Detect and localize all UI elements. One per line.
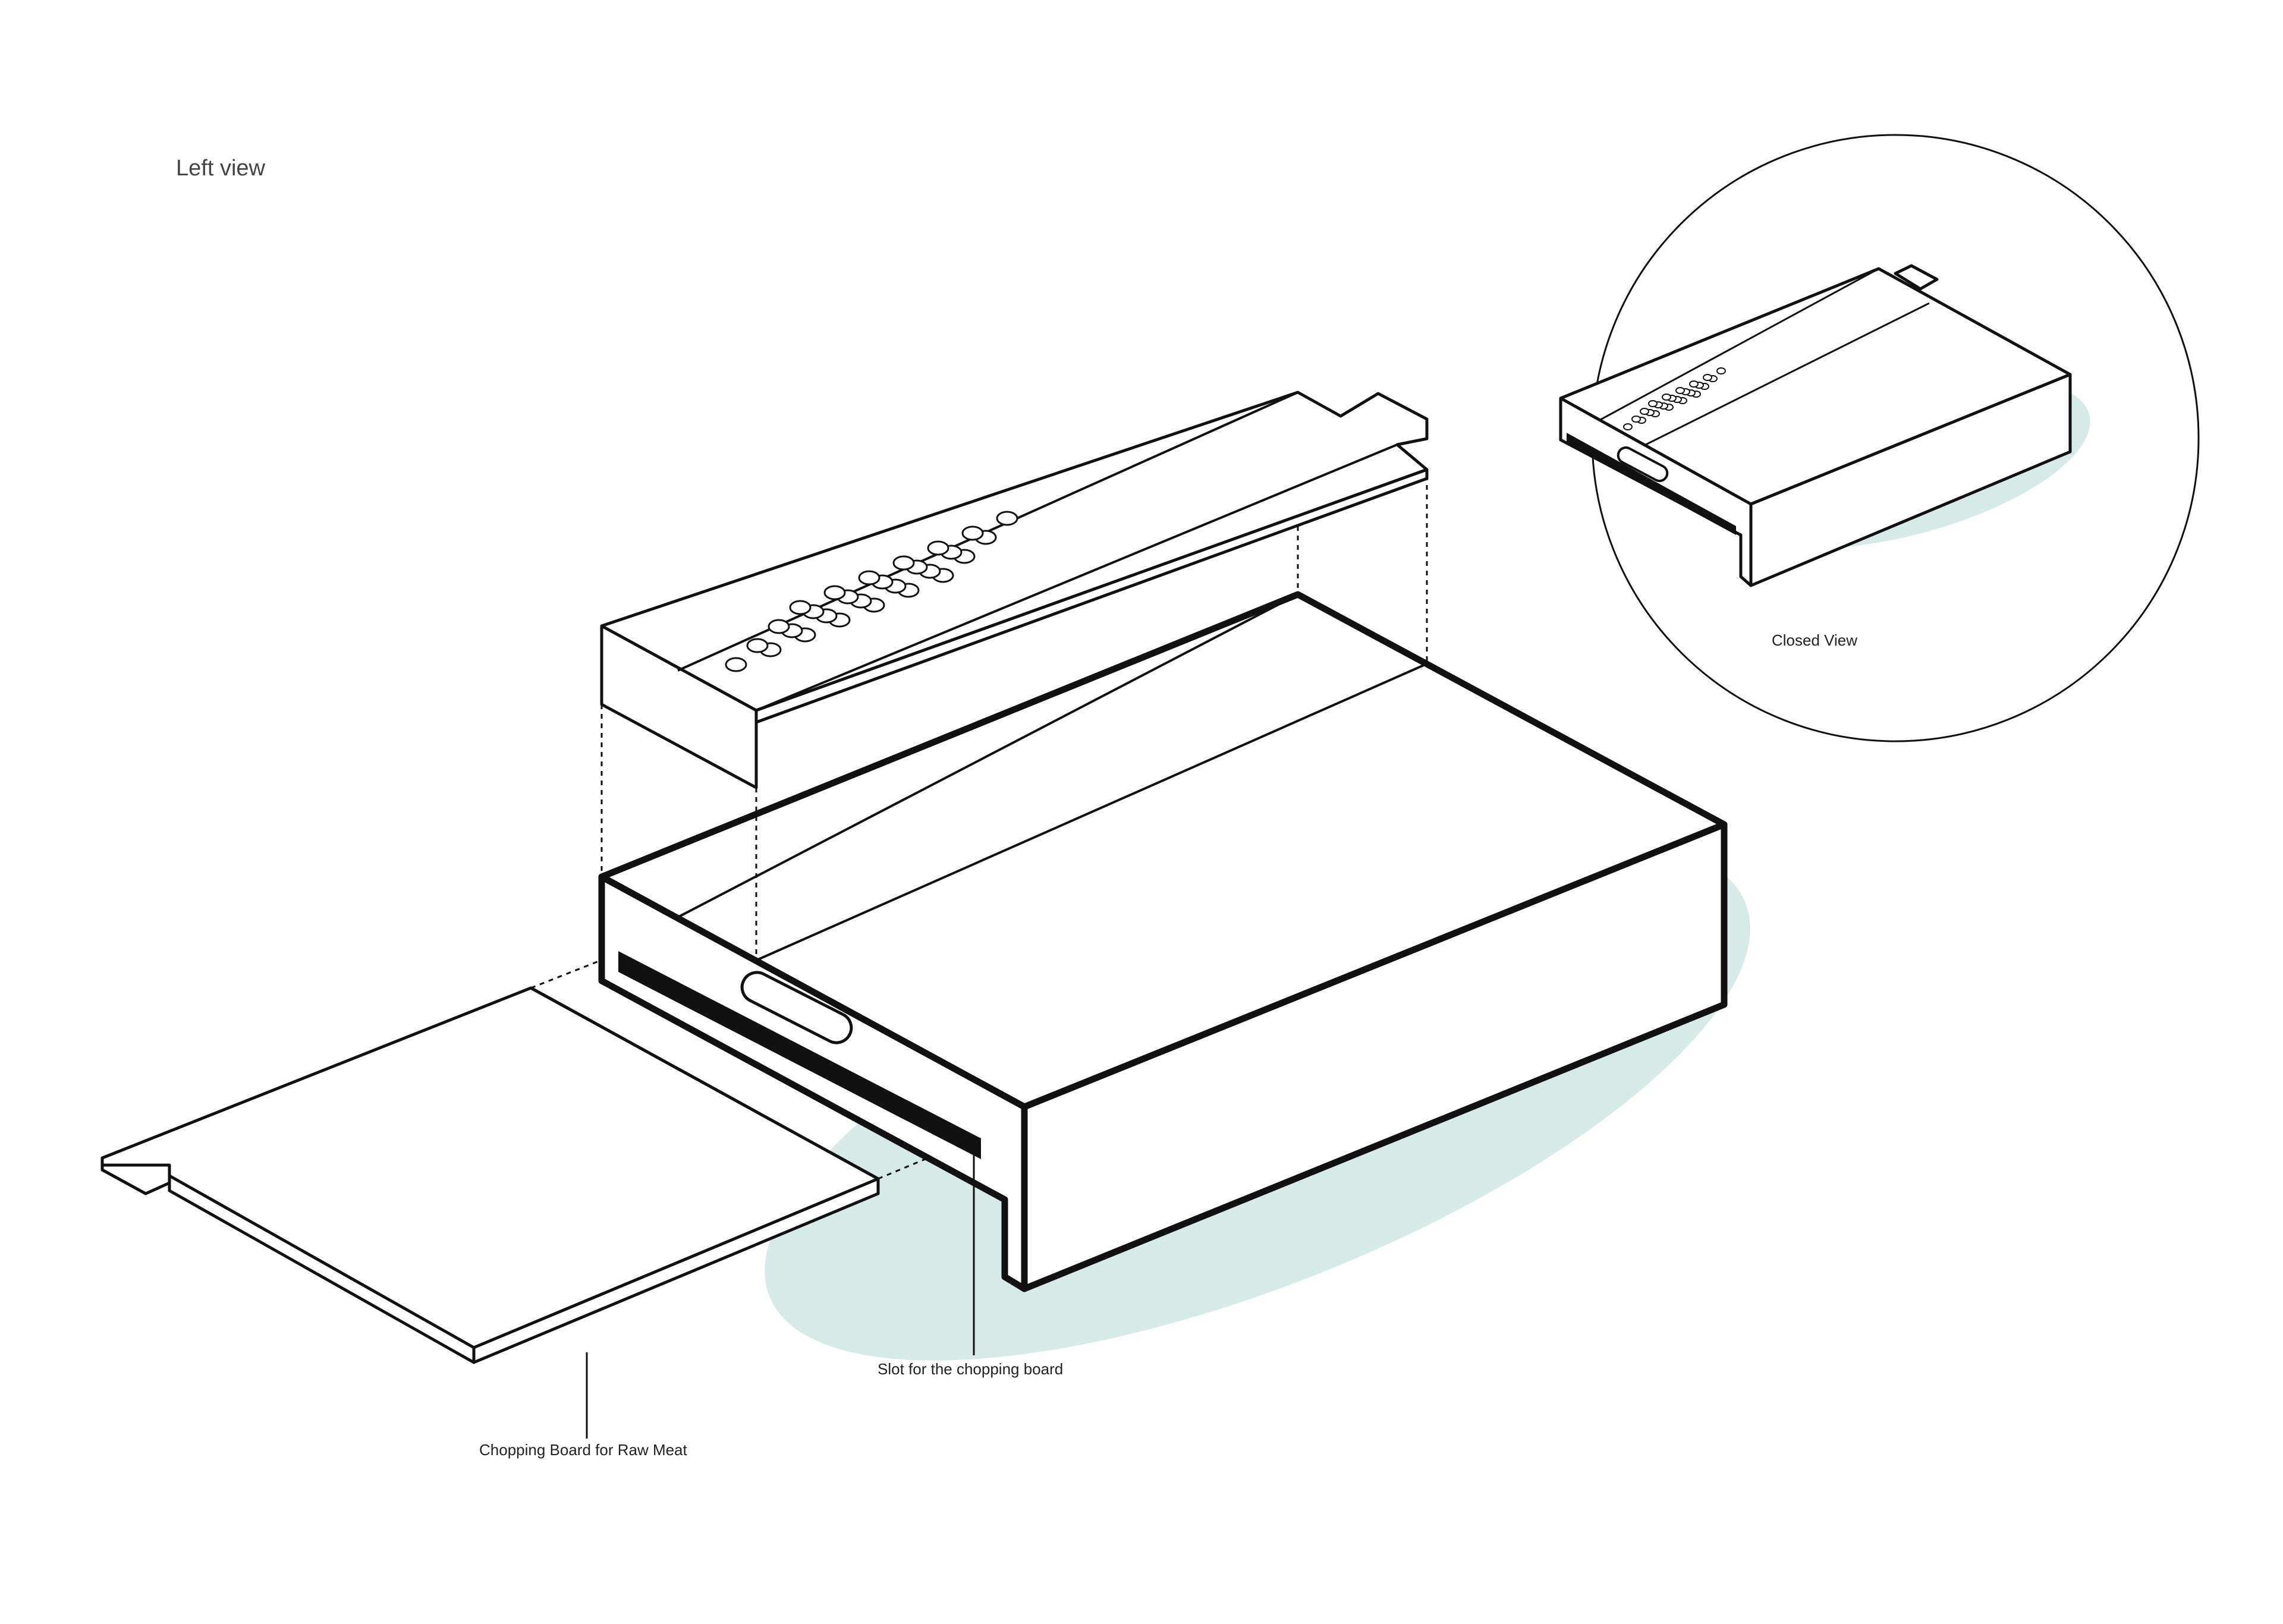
closed-view-label: Closed View [1772,631,1858,649]
hole [1648,400,1658,407]
hole [823,585,846,600]
box-handle [740,971,853,1044]
closed-slot [1567,433,1736,535]
slot-label: Slot for the chopping board [878,1360,1064,1378]
hole [1623,423,1633,430]
closed-box [1559,264,2072,587]
view-title: Left view [176,156,265,181]
hole [1675,387,1685,394]
hole [961,525,984,541]
closed-holes [1623,367,1726,430]
hole [1631,416,1641,423]
closed-box-lines [1599,267,1930,446]
lid-guide-lines [600,476,1428,960]
hole [858,570,881,586]
hole [1662,394,1671,401]
hole [1716,367,1726,374]
board-slot [618,951,981,1159]
lid-holes [725,511,1018,672]
box-top-lines [677,593,1426,961]
hole [996,511,1018,526]
hole [789,600,812,615]
chopping-board [100,986,880,1364]
hole [892,555,915,571]
hole [768,619,790,634]
hole [927,540,949,556]
hole [1703,374,1712,381]
hole [1640,408,1649,415]
hole [1689,380,1699,388]
closed-handle [1617,446,1669,483]
hole [746,638,769,653]
main-box [598,591,1728,1292]
board-label: Chopping Board for Raw Meat [479,1441,687,1459]
hole [725,657,747,672]
